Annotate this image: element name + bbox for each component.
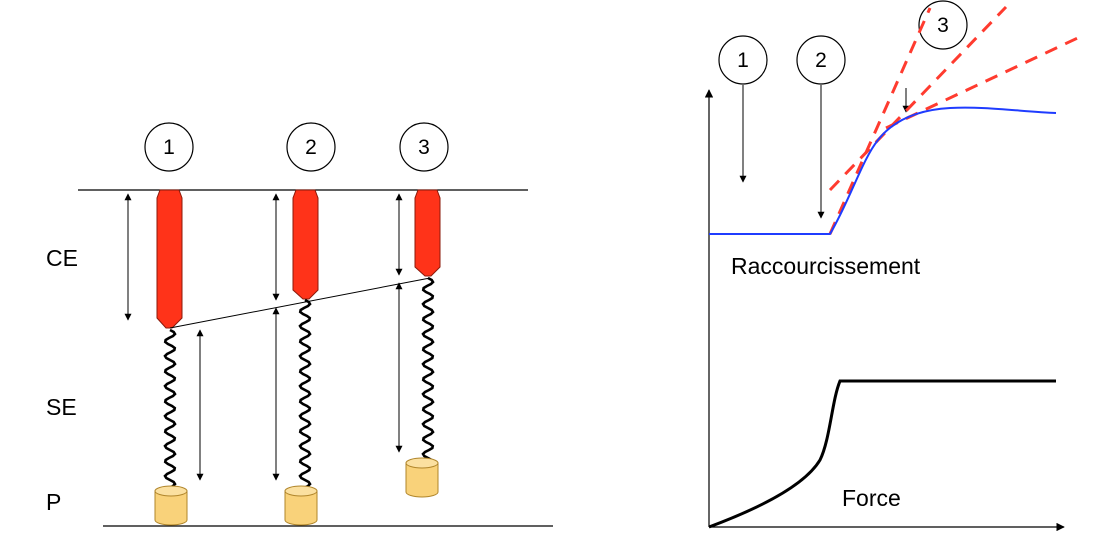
load-cylinder-3 <box>405 457 439 498</box>
marker-3: 3 <box>918 0 968 50</box>
p-label: P <box>46 489 61 515</box>
column-3-number: 3 <box>418 136 430 159</box>
tangent-line-steep <box>828 7 932 235</box>
ce-end-connector <box>169 277 431 329</box>
marker-2: 2 <box>796 35 846 85</box>
force-label: Force <box>842 485 901 511</box>
shortening-label: Raccourcissement <box>731 253 921 279</box>
marker-3-number: 3 <box>937 14 949 37</box>
tangent-line-shallow <box>885 33 1085 130</box>
tangent-line-medium <box>828 5 1008 192</box>
column-3-marker: 3 <box>399 122 449 172</box>
column-2-number: 2 <box>305 136 317 159</box>
contractile-element-1 <box>156 189 183 329</box>
marker-1-number: 1 <box>737 49 749 72</box>
series-elastic-spring-2 <box>298 298 312 490</box>
shortening-curve <box>709 106 1057 235</box>
column-2-marker: 2 <box>286 122 336 172</box>
series-elastic-spring-3 <box>421 276 435 462</box>
contractile-element-3 <box>414 189 441 277</box>
column-1-marker: 1 <box>144 122 194 172</box>
column-1-number: 1 <box>163 136 175 159</box>
left-diagram: CE SE P 1 2 3 <box>46 122 553 527</box>
force-curve <box>708 379 1056 529</box>
se-label: SE <box>46 394 77 420</box>
load-cylinder-2 <box>284 485 318 526</box>
load-cylinder-1 <box>154 485 188 526</box>
marker-1: 1 <box>718 35 768 85</box>
series-elastic-spring-1 <box>163 328 177 490</box>
right-diagram: 1 2 3 Raccourcissement Force <box>704 0 1085 532</box>
contractile-element-2 <box>292 189 319 300</box>
marker-2-number: 2 <box>815 49 827 72</box>
ce-label: CE <box>46 245 78 271</box>
